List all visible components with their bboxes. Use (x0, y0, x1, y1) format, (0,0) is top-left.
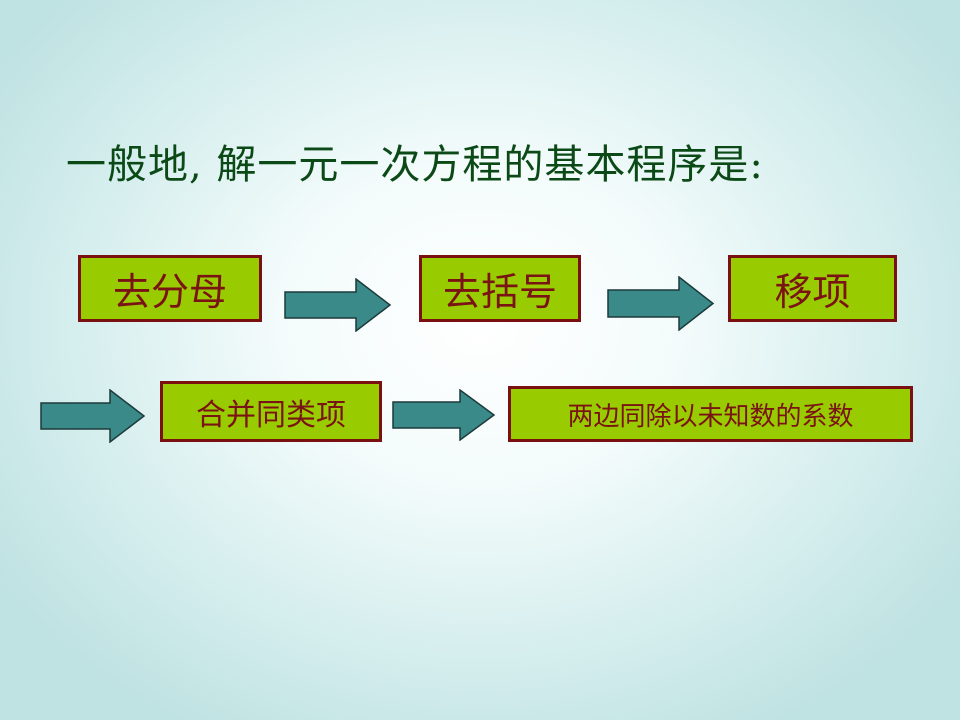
step-box-3: 移项 (728, 255, 897, 322)
step-box-2: 去括号 (419, 255, 581, 322)
step-label-5: 两边同除以未知数的系数 (567, 401, 854, 432)
step-box-4: 合并同类项 (160, 381, 382, 442)
arrow-right-icon (40, 389, 146, 443)
step-box-5: 两边同除以未知数的系数 (508, 386, 913, 442)
step-label-2: 去括号 (442, 270, 557, 314)
step-label-3: 移项 (774, 270, 851, 314)
arrow-right-icon (284, 278, 392, 332)
arrow-right-icon (392, 389, 496, 441)
step-label-1: 去分母 (112, 270, 227, 314)
step-label-4: 合并同类项 (196, 397, 346, 433)
page-title: 一般地, 解一元一次方程的基本程序是: (66, 142, 764, 188)
step-box-1: 去分母 (78, 255, 262, 322)
arrow-right-icon (607, 276, 715, 331)
